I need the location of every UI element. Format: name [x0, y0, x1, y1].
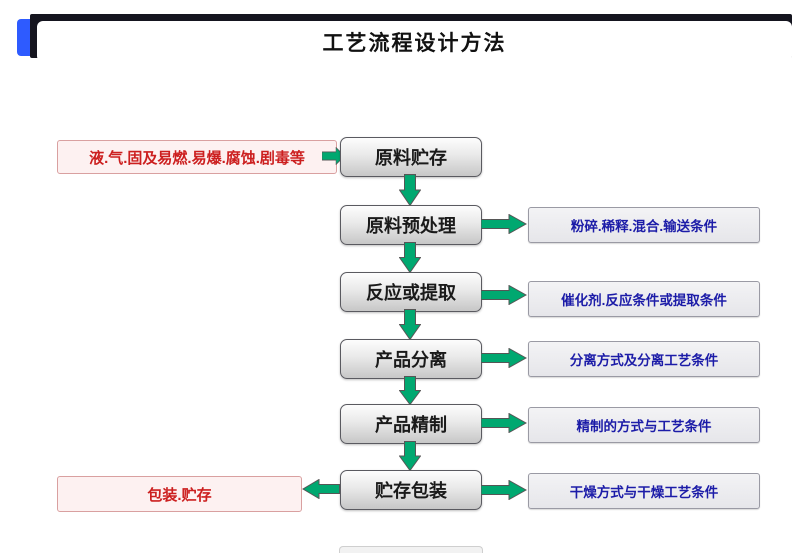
note-drying-conditions: 干燥方式与干燥工艺条件 — [528, 473, 760, 509]
arrow-right-icon — [481, 285, 527, 305]
step-label: 反应或提取 — [366, 283, 456, 303]
step-label: 产品精制 — [375, 415, 447, 435]
step-label: 原料预处理 — [366, 216, 456, 236]
step-label: 原料贮存 — [375, 148, 447, 168]
note-pretreatment-conditions: 粉碎.稀释.混合.输送条件 — [528, 207, 760, 243]
step-raw-material-storage: 原料贮存 — [340, 137, 482, 177]
arrow-right-icon — [481, 480, 527, 500]
package-storage-label: 包装.贮存 — [147, 486, 212, 504]
arrow-down-icon — [399, 441, 421, 471]
step-reaction-or-extraction: 反应或提取 — [340, 272, 482, 312]
note-reaction-conditions: 催化剂.反应条件或提取条件 — [528, 281, 760, 317]
next-box-cutoff — [339, 546, 483, 553]
arrow-left-icon — [302, 479, 340, 499]
step-storage-packaging: 贮存包装 — [340, 470, 482, 510]
hazard-note-label: 液.气.固及易燃.易爆.腐蚀.剧毒等 — [89, 149, 305, 167]
step-raw-material-pretreatment: 原料预处理 — [340, 205, 482, 245]
arrow-right-icon — [481, 214, 527, 234]
step-product-separation: 产品分离 — [340, 339, 482, 379]
step-label: 产品分离 — [375, 350, 447, 370]
arrow-right-icon — [481, 413, 527, 433]
arrow-down-icon — [399, 376, 421, 405]
hazard-note-box: 液.气.固及易燃.易爆.腐蚀.剧毒等 — [57, 140, 337, 174]
note-label: 粉碎.稀释.混合.输送条件 — [570, 219, 718, 234]
arrow-down-icon — [399, 174, 421, 206]
page-title: 工艺流程设计方法 — [322, 31, 507, 55]
step-label: 贮存包装 — [375, 481, 447, 501]
header-card: 工艺流程设计方法 — [37, 21, 792, 62]
note-label: 干燥方式与干燥工艺条件 — [569, 485, 719, 500]
note-separation-conditions: 分离方式及分离工艺条件 — [528, 341, 760, 377]
arrow-right-icon — [481, 348, 527, 368]
package-storage-box: 包装.贮存 — [57, 476, 302, 512]
arrow-down-icon — [399, 242, 421, 273]
note-label: 精制的方式与工艺条件 — [576, 419, 712, 434]
note-refining-conditions: 精制的方式与工艺条件 — [528, 407, 760, 443]
note-label: 分离方式及分离工艺条件 — [569, 353, 719, 368]
step-product-refining: 产品精制 — [340, 404, 482, 444]
arrow-down-icon — [399, 309, 421, 340]
note-label: 催化剂.反应条件或提取条件 — [561, 293, 727, 308]
